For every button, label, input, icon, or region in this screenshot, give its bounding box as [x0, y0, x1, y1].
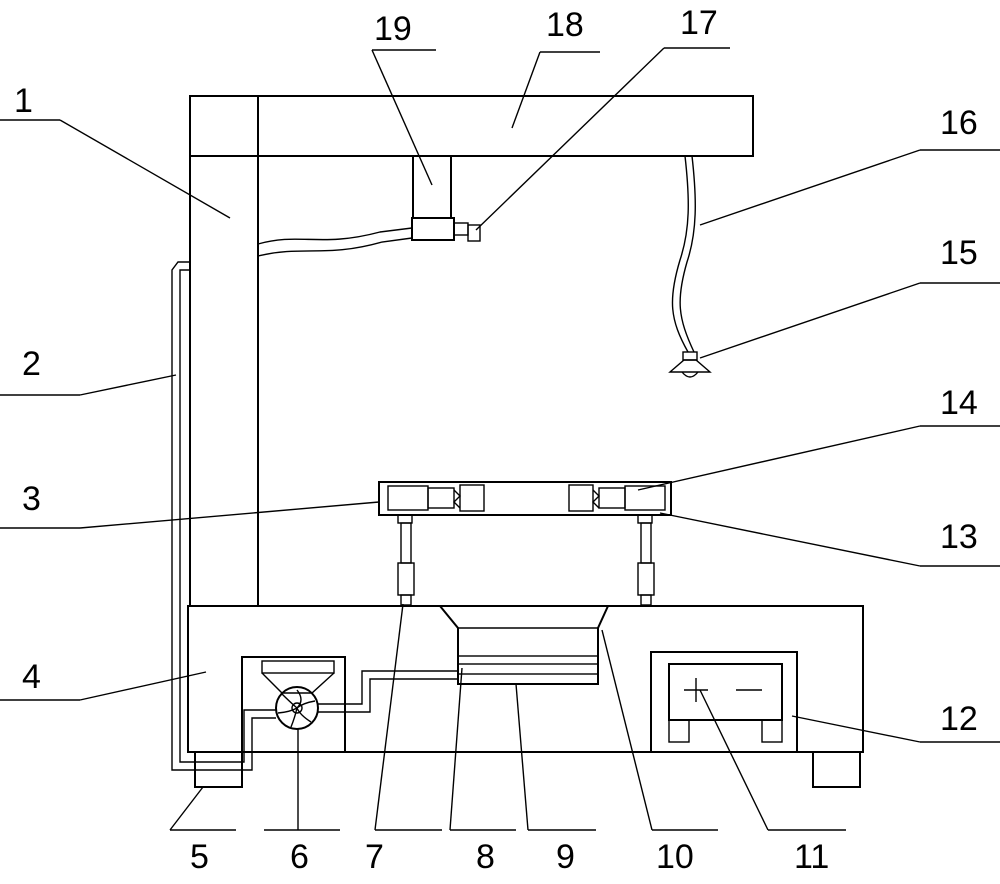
right-foot [812, 751, 861, 788]
right-strut [637, 514, 655, 606]
hose-upper [257, 227, 413, 245]
label-11: 11 [794, 838, 829, 876]
label-19: 19 [374, 10, 412, 48]
labels: 1 2 3 4 5 6 7 8 9 10 11 12 13 14 15 16 1… [14, 4, 978, 876]
left-strut [397, 514, 415, 606]
label-14: 14 [940, 384, 978, 422]
label-2: 2 [22, 345, 41, 383]
label-17: 17 [680, 4, 718, 42]
label-9: 9 [556, 838, 575, 876]
label-10: 10 [656, 838, 694, 876]
top-beam [189, 95, 754, 157]
label-6: 6 [290, 838, 309, 876]
label-1: 1 [14, 82, 33, 120]
label-4: 4 [22, 658, 41, 696]
column [189, 95, 259, 607]
battery-compartment [650, 651, 798, 753]
pipe-left [171, 261, 276, 771]
label-12: 12 [940, 700, 978, 738]
label-15: 15 [940, 234, 978, 272]
label-13: 13 [940, 518, 978, 556]
label-7: 7 [365, 838, 384, 876]
pipe-pump-outlet [318, 670, 458, 705]
label-18: 18 [546, 6, 584, 44]
leader-lines [0, 47, 1000, 831]
collection-basin [437, 605, 610, 685]
label-8: 8 [476, 838, 495, 876]
spray-unit [411, 155, 481, 242]
lamp [668, 351, 712, 378]
clamp-frame [378, 481, 672, 516]
label-5: 5 [190, 838, 209, 876]
cable [671, 155, 689, 353]
label-3: 3 [22, 480, 41, 518]
label-16: 16 [940, 104, 978, 142]
